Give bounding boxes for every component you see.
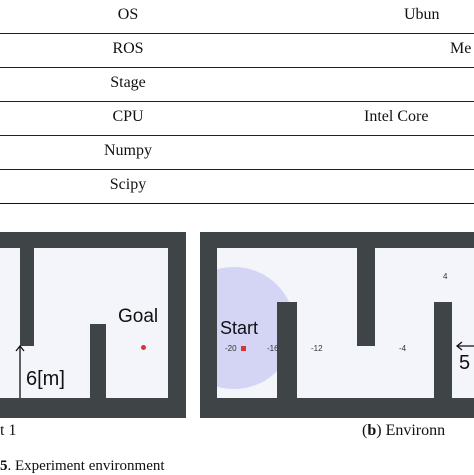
env-a-dimension-arrow bbox=[15, 344, 25, 398]
row-label: Numpy bbox=[104, 142, 152, 159]
table-row-stage: Stage bbox=[0, 67, 474, 101]
row-label: ROS bbox=[112, 40, 144, 57]
caption-b: (b) Environn bbox=[362, 422, 446, 439]
env-b-dimension-arrow bbox=[455, 341, 474, 351]
env-b-dimension-label: 5 bbox=[459, 352, 471, 374]
figure-number: 5 bbox=[0, 458, 8, 474]
env-b-start-label: Start bbox=[220, 318, 259, 338]
figure-caption-text: . Experiment environment bbox=[7, 458, 165, 474]
row-value: Me bbox=[450, 40, 472, 57]
row-label: Scipy bbox=[109, 176, 147, 193]
tick-label: -4 bbox=[399, 344, 407, 353]
env-b-wall-1 bbox=[277, 302, 297, 398]
env-b-wall-2 bbox=[357, 248, 375, 346]
table-row-ros: ROS Me bbox=[0, 33, 474, 67]
figure-area: 6[m] Goal Start -20 -16 -12 -4 4 5 t 1 (… bbox=[0, 226, 474, 446]
row-label: CPU bbox=[112, 108, 144, 125]
table-row-numpy: Numpy bbox=[0, 135, 474, 169]
env-a-dimension-label: 6[m] bbox=[26, 368, 65, 390]
start-marker bbox=[241, 346, 246, 351]
caption-b-text: Environn bbox=[385, 422, 446, 439]
env-a-wall-top bbox=[20, 248, 34, 346]
caption-a: t 1 bbox=[0, 422, 17, 439]
table-row-os: OS Ubun bbox=[0, 0, 474, 33]
figure-caption: 5. Experiment environment bbox=[0, 458, 165, 475]
row-value: Ubun bbox=[404, 6, 440, 23]
tick-label: -16 bbox=[267, 344, 279, 353]
tick-label: -12 bbox=[311, 344, 323, 353]
tick-label: 4 bbox=[443, 272, 448, 281]
tick-label: -20 bbox=[225, 344, 237, 353]
row-label: OS bbox=[117, 6, 139, 23]
table-row-cpu: CPU Intel Core bbox=[0, 101, 474, 135]
environment-table: OS Ubun ROS Me Stage CPU Intel Core Nump… bbox=[0, 0, 474, 204]
env-a-goal-label: Goal bbox=[118, 306, 159, 327]
env-b-floor: Start -20 -16 -12 -4 4 5 bbox=[217, 248, 474, 398]
table-row-scipy: Scipy bbox=[0, 169, 474, 204]
env-b-wall-3 bbox=[434, 302, 452, 398]
goal-marker bbox=[141, 345, 146, 350]
row-label: Stage bbox=[110, 74, 146, 91]
caption-b-letter: b bbox=[367, 422, 377, 439]
row-value: Intel Core bbox=[364, 108, 429, 125]
env-a-floor: 6[m] Goal bbox=[0, 248, 168, 398]
env-a-wall-bottom bbox=[90, 324, 106, 398]
